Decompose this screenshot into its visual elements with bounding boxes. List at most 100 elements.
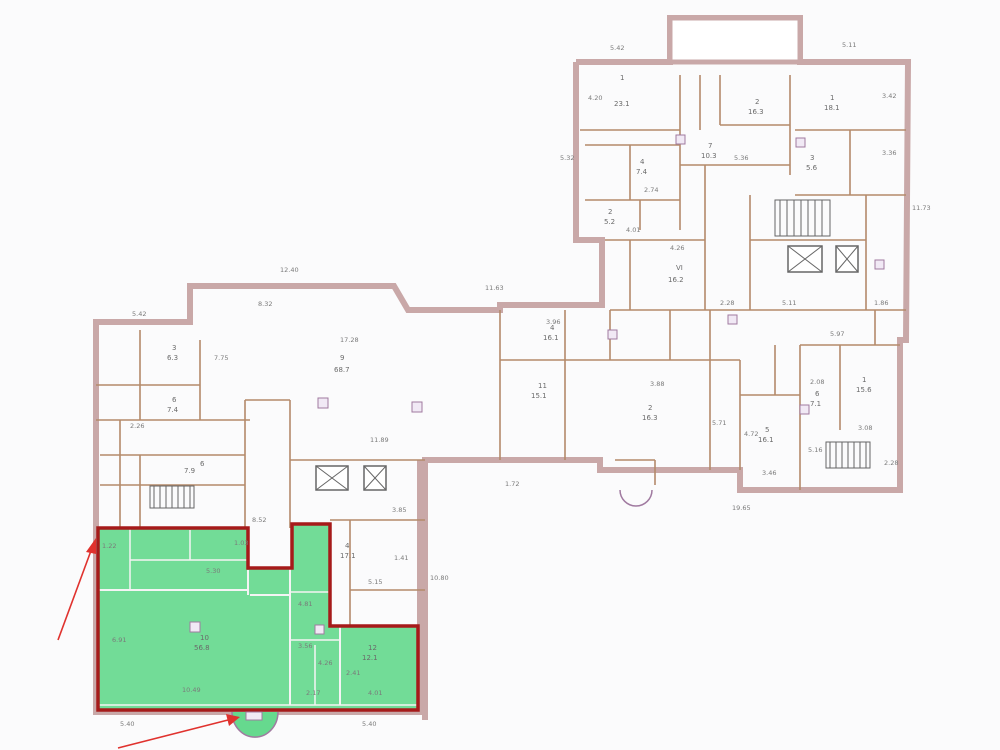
room-num: 12 [368,644,377,652]
measure: 4.72 [744,430,758,438]
measure: 3.85 [392,506,406,514]
room-area: 16.3 [748,108,764,116]
dimension-labels: 5.42 5.11 12.40 11.63 5.42 3.42 3.36 11.… [120,41,931,728]
room-num: VI [676,264,683,272]
premises-outline [96,522,420,712]
measure: 4.81 [298,600,312,608]
dim-top-4: 11.63 [485,284,504,292]
room-area: 16.1 [543,334,559,342]
measure: 1.41 [394,554,408,562]
room-num: 3 [810,154,814,162]
room-num: 3 [172,344,176,352]
measure: 5.97 [830,330,844,338]
measure: 5.16 [808,446,822,454]
room-num: 4 [640,158,645,166]
room-num: 11 [538,382,547,390]
measure: 5.36 [734,154,748,162]
room-area: 23.1 [614,100,630,108]
dim-right-2: 3.36 [882,149,896,157]
room-labels: 1 23.1 2 16.3 1 18.1 7 10.3 3 5.6 4 7.4 … [167,74,872,662]
measure: 5.30 [206,567,220,575]
measure: 3.56 [298,642,312,650]
bay-circles [231,489,653,738]
measure: 8.32 [258,300,272,308]
room-area: 10.3 [701,152,717,160]
arrow-left [57,547,93,641]
dim-bottom-3: 19.65 [732,504,751,512]
measure: 2.26 [130,422,144,430]
measure: 10.49 [182,686,201,694]
room-num: 6 [172,396,177,404]
dim-right-1: 3.42 [882,92,896,100]
measure: 8.52 [252,516,266,524]
measure: 2.17 [306,689,320,697]
columns [189,134,885,635]
dim-left-1: 5.32 [560,154,574,162]
dim-bottom-2: 5.40 [362,720,376,728]
measure: 1.22 [102,542,116,550]
highlighted-premises [96,522,420,712]
measure: 4.01 [368,689,382,697]
measure: 5.15 [368,578,382,586]
dim-bottom-1: 5.40 [120,720,134,728]
room-area: 7.4 [636,168,648,176]
measure: 5.71 [712,419,726,427]
red-arrows [57,538,240,749]
room-area: 17.1 [340,552,356,560]
room-num: 4 [550,324,555,332]
room-num: 6 [200,460,205,468]
measure: 4.01 [626,226,640,234]
room-area: 7.9 [184,467,195,475]
room-area: 16.1 [758,436,774,444]
measure: 3.46 [762,469,776,477]
room-num: 2 [608,208,612,216]
room-area: 5.6 [806,164,818,172]
dim-bottom-4: 10.80 [430,574,449,582]
room-num: 4 [345,542,350,550]
measure: 11.89 [370,436,389,444]
room-area: 56.8 [194,644,210,652]
room-area: 15.1 [531,392,547,400]
room-area: 68.7 [334,366,350,374]
measure: 3.88 [650,380,664,388]
room-area: 5.2 [604,218,615,226]
stairs [149,199,871,509]
room-area: 12.1 [362,654,378,662]
dim-top-1: 5.42 [610,44,624,52]
room-num: 1 [830,94,834,102]
partitions-right [499,75,906,490]
partitions-left [96,330,425,625]
room-num: 6 [815,390,820,398]
room-area: 16.2 [668,276,684,284]
measure: 2.74 [644,186,658,194]
room-num: 2 [648,404,652,412]
room-num: 1 [620,74,624,82]
room-area: 15.6 [856,386,872,394]
dim-top-2: 5.11 [842,41,856,49]
dim-bottom-5: 1.72 [505,480,519,488]
measure: 3.96 [546,318,560,326]
dim-top-5: 5.42 [132,310,146,318]
room-num: 9 [340,354,344,362]
dim-top-3: 12.40 [280,266,299,274]
room-area: 16.3 [642,414,658,422]
measure: 5.11 [782,299,796,307]
measure: 2.41 [346,669,360,677]
room-num: 5 [765,426,769,434]
dim-left-2: 4.20 [588,94,602,102]
dim-right-3: 11.73 [912,204,931,212]
measure: 3.08 [858,424,872,432]
arrow-bottom [117,719,229,749]
room-num: 7 [708,142,712,150]
room-num: 10 [200,634,209,642]
elevators [315,245,859,491]
room-area: 7.1 [810,400,821,408]
dim-right-4: 1.86 [874,299,888,307]
measure: 4.26 [670,244,684,252]
room-area: 6.3 [167,354,178,362]
measure: 2.08 [810,378,824,386]
measure: 6.91 [112,636,126,644]
measure: 2.28 [720,299,734,307]
room-num: 1 [862,376,866,384]
